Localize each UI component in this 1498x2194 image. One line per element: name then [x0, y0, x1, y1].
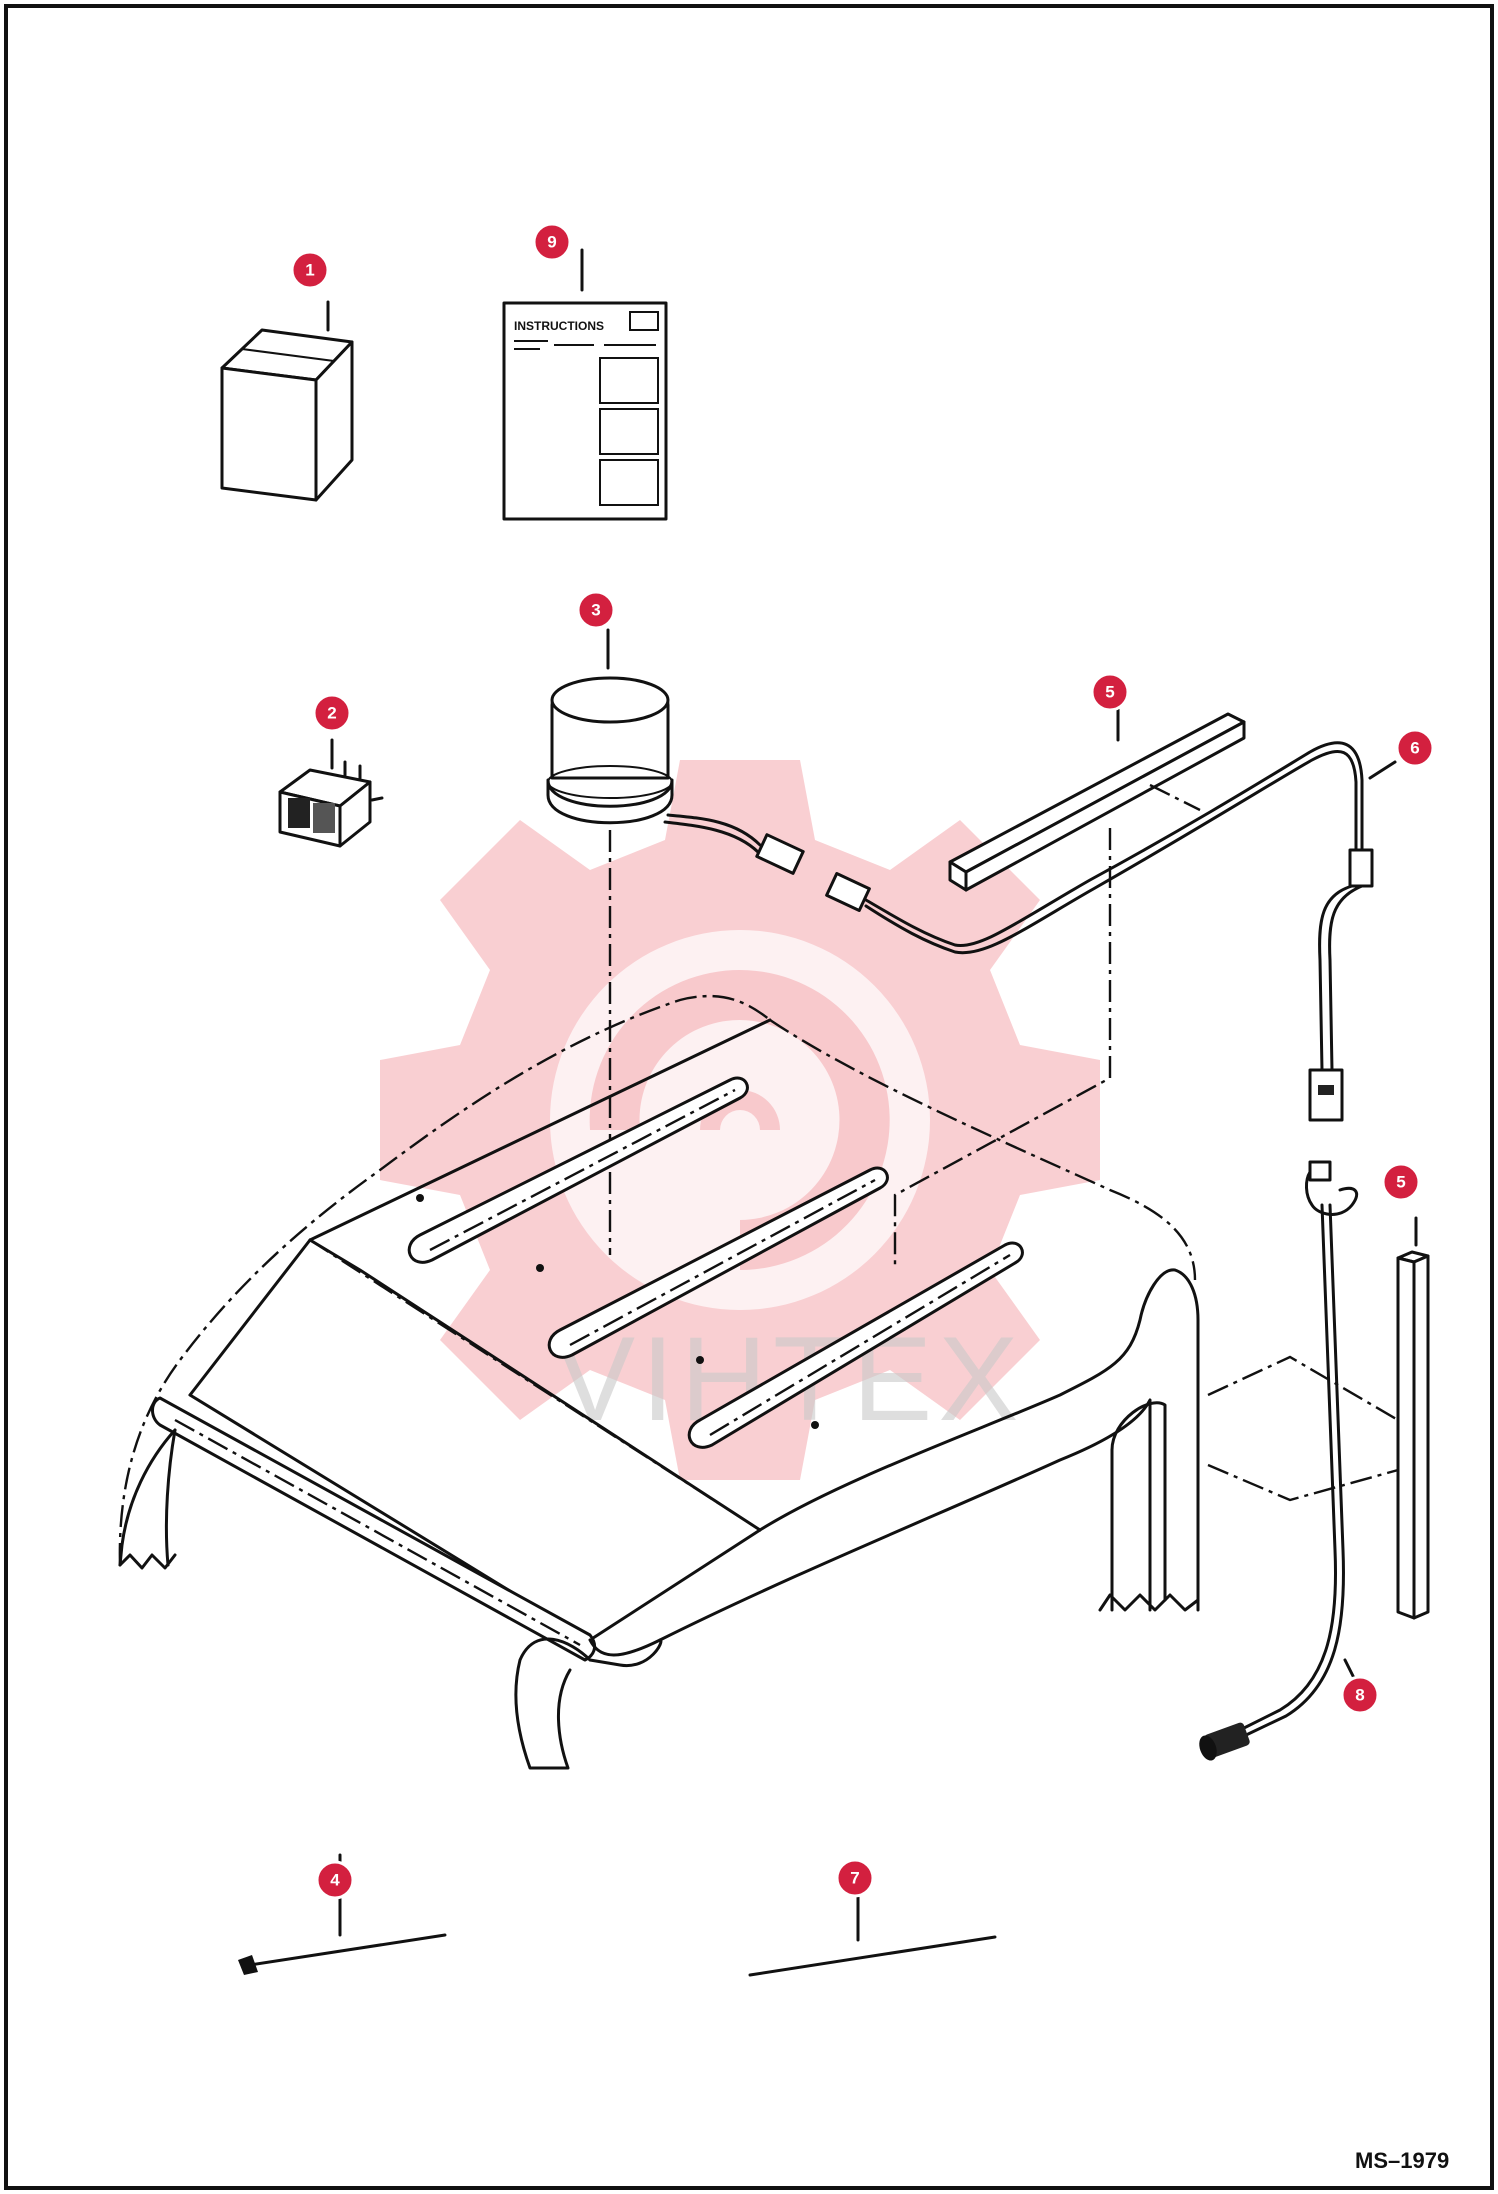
part-wire-harness — [864, 741, 1397, 1122]
callout-1[interactable]: 1 — [290, 250, 330, 290]
callout-5-side[interactable]: 5 — [1381, 1162, 1421, 1202]
part-foam-strip-side — [1207, 1216, 1430, 1620]
part-foam-strip-top — [893, 706, 1246, 1265]
callout-8[interactable]: 8 — [1340, 1675, 1380, 1715]
svg-text:4: 4 — [330, 1871, 340, 1890]
callout-9[interactable]: 9 — [532, 222, 572, 262]
callout-7[interactable]: 7 — [835, 1858, 875, 1898]
instructions-label: INSTRUCTIONS — [514, 319, 604, 333]
svg-text:8: 8 — [1355, 1686, 1364, 1705]
part-box — [220, 300, 354, 502]
svg-text:5: 5 — [1396, 1173, 1405, 1192]
svg-text:1: 1 — [305, 261, 314, 280]
svg-text:9: 9 — [547, 233, 556, 252]
callout-5-top[interactable]: 5 — [1090, 672, 1130, 712]
part-instruction-sheet: INSTRUCTIONS — [502, 248, 668, 521]
part-power-cable — [1199, 1160, 1362, 1761]
part-beacon-light — [546, 628, 871, 1255]
svg-text:5: 5 — [1105, 683, 1114, 702]
svg-text:3: 3 — [591, 601, 600, 620]
cab-roof-assembly — [118, 994, 1200, 1770]
drawing-code: MS–1979 — [1355, 2148, 1449, 2173]
callout-6[interactable]: 6 — [1395, 728, 1435, 768]
callout-2[interactable]: 2 — [312, 693, 352, 733]
svg-text:7: 7 — [850, 1869, 859, 1888]
part-rocker-switch — [278, 738, 384, 848]
svg-text:6: 6 — [1410, 739, 1419, 758]
callout-3[interactable]: 3 — [576, 590, 616, 630]
svg-text:2: 2 — [327, 704, 336, 723]
callout-4[interactable]: 4 — [315, 1860, 355, 1900]
